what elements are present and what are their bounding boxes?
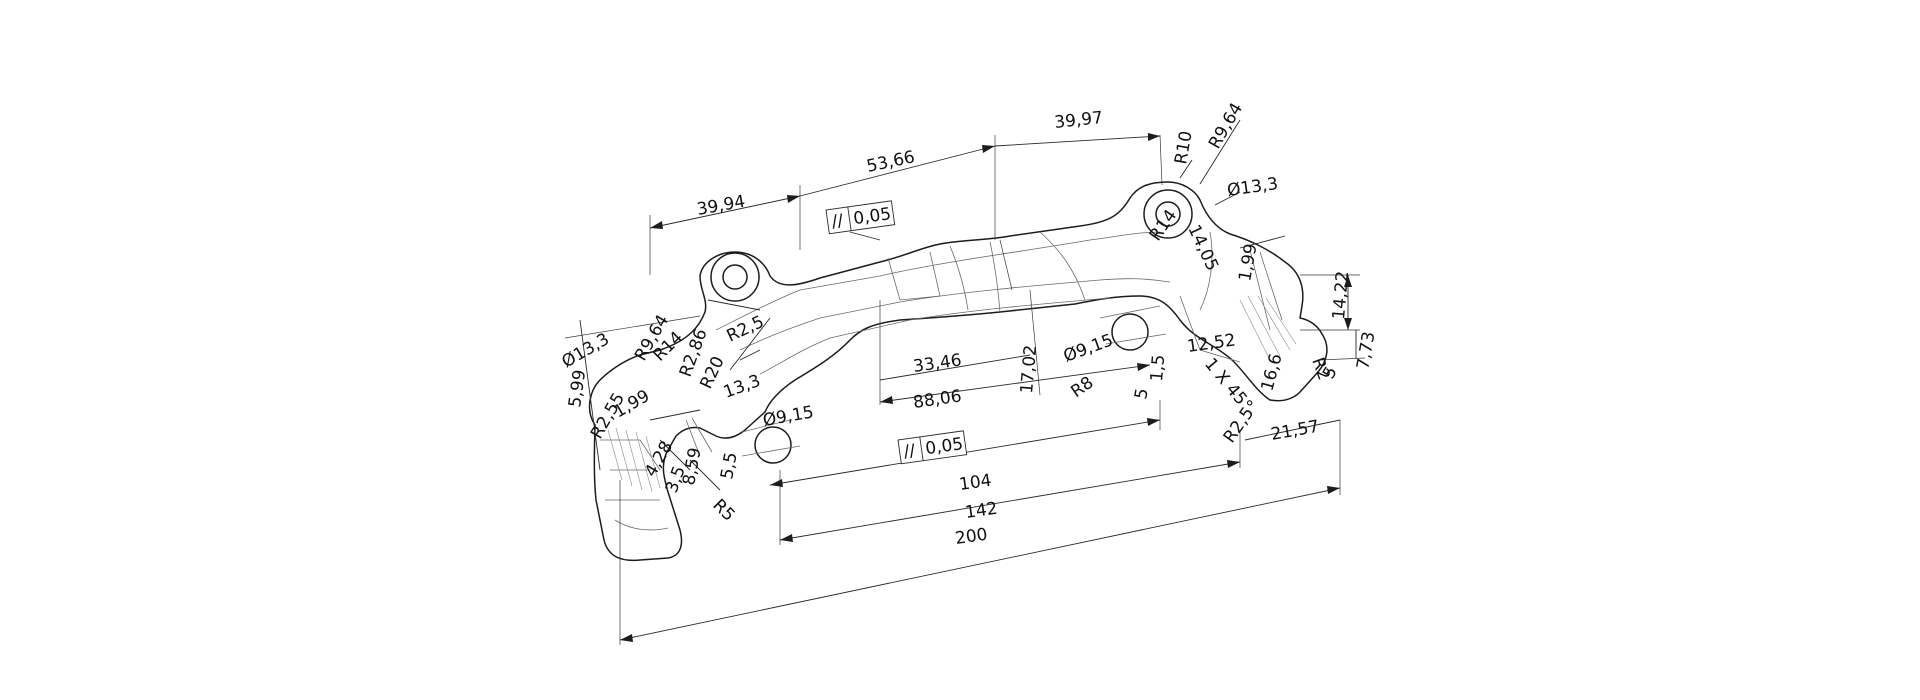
dim-label: 1,5 [1147, 354, 1169, 383]
dim-label: R2,5 [1220, 404, 1259, 447]
tolerance-symbol-bottom: // [902, 441, 916, 462]
dim-label: 104 [958, 471, 993, 495]
dim-label: R2,5 [724, 312, 768, 347]
dim-label: 88,06 [912, 386, 963, 413]
dimension-labels: 39,94 53,66 39,97 R10 R9,64 Ø13,3 R14 14… [559, 99, 1380, 548]
dim-label: 7,73 [1353, 330, 1379, 371]
dim-label: Ø9,15 [761, 402, 815, 431]
dim-label: 1 X 45° [1200, 354, 1256, 415]
dim-label: R10 [1171, 129, 1197, 165]
dim-label: 14,05 [1183, 222, 1222, 275]
dim-label: Ø9,15 [1061, 330, 1116, 366]
dim-label: 5 [1131, 387, 1153, 401]
dim-label: 200 [954, 525, 989, 549]
part-outline [588, 181, 1328, 562]
tolerance-frame-bottom: // 0,05 [897, 430, 968, 465]
dim-label: Ø13,3 [1226, 174, 1280, 201]
dim-label: 13,3 [721, 371, 763, 403]
dim-label: 16,6 [1258, 352, 1287, 394]
dim-label: 142 [964, 499, 999, 523]
dim-label: 1,99 [1235, 242, 1261, 283]
dimension-arrowheads [620, 133, 1352, 642]
dim-label: 5,5 [717, 451, 741, 481]
dim-label: 5,99 [565, 368, 590, 408]
dim-label: 33,46 [912, 350, 963, 377]
dim-label: R14 [1146, 206, 1182, 245]
dim-label: R5 [708, 495, 738, 525]
tolerance-symbol-top: // [830, 211, 844, 232]
dim-label: 21,57 [1269, 417, 1320, 445]
dim-label: 39,94 [695, 192, 746, 220]
dim-label: 14,22 [1329, 270, 1353, 320]
dim-label: R9,64 [1205, 99, 1247, 152]
dim-label: R8 [1067, 373, 1097, 402]
tolerance-frame-top: // 0,05 [825, 200, 896, 235]
dim-label: 1,99 [611, 386, 654, 422]
dimension-lines [564, 119, 1366, 645]
dim-label: 17,02 [1017, 344, 1041, 394]
dim-label: 39,97 [1053, 108, 1103, 133]
